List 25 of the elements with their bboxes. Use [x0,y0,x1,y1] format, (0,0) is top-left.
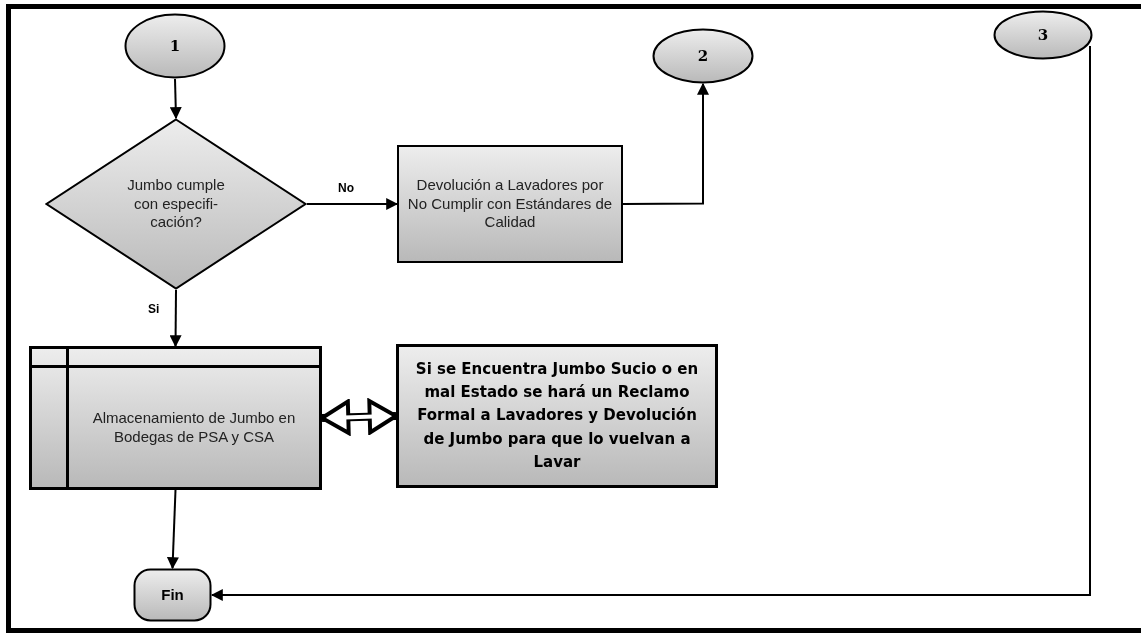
arrow [166,489,179,570]
node-text: 2 [697,46,709,66]
node-text: Jumbo cumple con especifi- cación? [126,175,226,233]
connector-circle [124,13,226,79]
arrow [306,198,399,210]
edge-label: Si [146,303,162,315]
connector-circle [993,10,1093,60]
terminator-box [133,568,212,622]
node-text: 3 [1037,25,1049,45]
subprocess-box [29,346,322,490]
process-box [397,145,623,263]
edge-label: No [336,182,356,194]
arrow [169,78,182,120]
decision-diamond [45,118,307,290]
arrow [320,398,398,436]
node-text: Fin [161,585,184,605]
node-text: Almacenamiento de Jumbo en Bodegas de PSA y CSA [91,408,297,447]
arrow [622,82,709,205]
node-text: Devolución a Lavadores por No Cumplir con Estándares de Calidad [407,175,613,233]
node-text: 1 [169,36,181,56]
arrow [169,289,182,348]
note-box [396,344,718,488]
connector-circle [652,28,754,84]
node-text: Si se Encuentra Jumbo Sucio o en mal Estado se hará un Reclamo Formal a Lavadores y Devolución de Jumbo para que lo vuelvan a Lavar [414,358,700,473]
arrow [210,45,1091,601]
